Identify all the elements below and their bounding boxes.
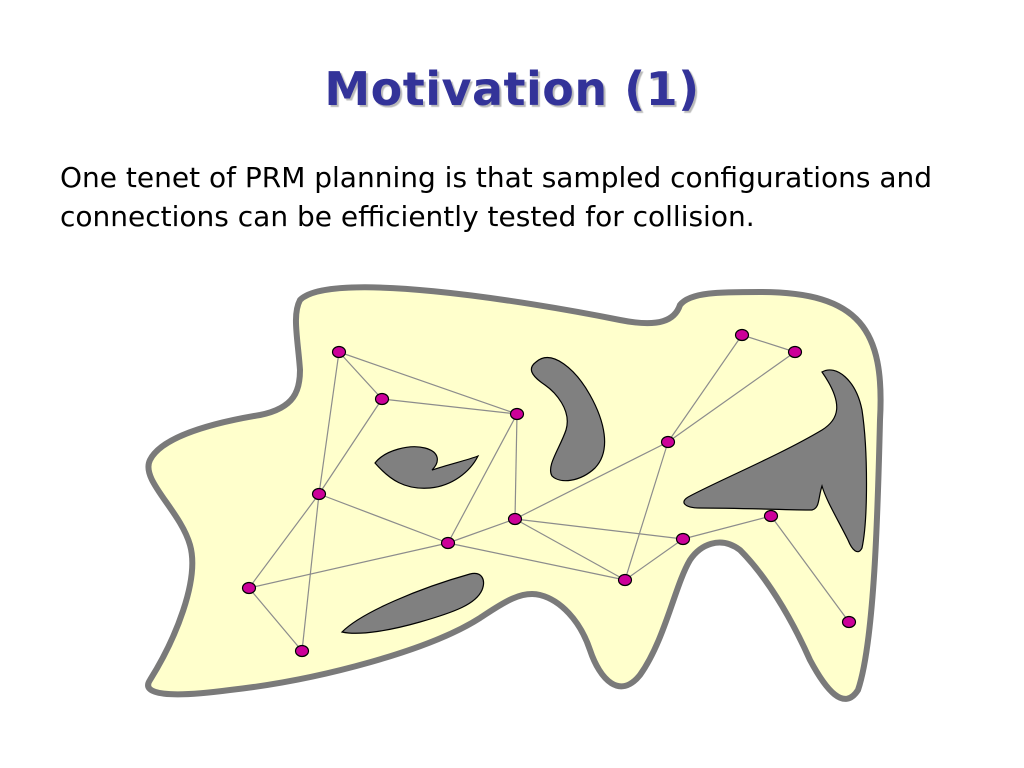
roadmap-node (440, 536, 456, 550)
roadmap-edge (301, 493, 320, 652)
free-space-region (145, 284, 884, 702)
roadmap-node (311, 487, 327, 501)
roadmap-node (617, 573, 633, 587)
roadmap-node (331, 345, 347, 359)
obstacle-curl (374, 446, 480, 489)
roadmap-edge (338, 351, 383, 400)
roadmap-edge (318, 398, 383, 495)
roadmap-edge (248, 542, 449, 589)
roadmap-edge (318, 351, 340, 495)
roadmap-edge (624, 441, 669, 581)
roadmap-edge (514, 413, 518, 520)
roadmap-edge (514, 518, 626, 581)
obstacle-crescent (530, 357, 606, 482)
roadmap-node (241, 581, 257, 595)
roadmap-node (841, 615, 857, 629)
roadmap-nodes (241, 328, 857, 658)
roadmap-node (763, 509, 779, 523)
roadmap-edge (447, 542, 626, 581)
roadmap-node (507, 512, 523, 526)
roadmap-node (734, 328, 750, 342)
roadmap-edge (667, 351, 796, 443)
roadmap-node (374, 392, 390, 406)
roadmap-edge (248, 493, 320, 589)
roadmap-edge (338, 351, 518, 415)
roadmap-edge (741, 334, 796, 353)
slide-body-text: One tenet of PRM planning is that sample… (60, 161, 933, 233)
roadmap-edge (318, 493, 449, 544)
roadmap-node (294, 644, 310, 658)
roadmap-edge (624, 538, 684, 581)
roadmap-edge (682, 515, 772, 540)
roadmap-node (660, 435, 676, 449)
slide-title: Motivation (1) (324, 62, 700, 116)
roadmap-node (787, 345, 803, 359)
obstacle-blade (340, 572, 485, 634)
obstacle-spike (683, 369, 868, 553)
roadmap-edge (381, 398, 518, 415)
roadmap-edge (667, 334, 743, 443)
obstacles (340, 357, 868, 634)
roadmap-edge (770, 515, 850, 623)
roadmap-edge (514, 441, 669, 520)
roadmap-edges (248, 334, 850, 652)
roadmap-edge (514, 518, 684, 540)
roadmap-edge (447, 518, 516, 544)
roadmap-edge (447, 413, 518, 544)
roadmap-node (675, 532, 691, 546)
roadmap-node (509, 407, 525, 421)
roadmap-edge (248, 587, 303, 652)
